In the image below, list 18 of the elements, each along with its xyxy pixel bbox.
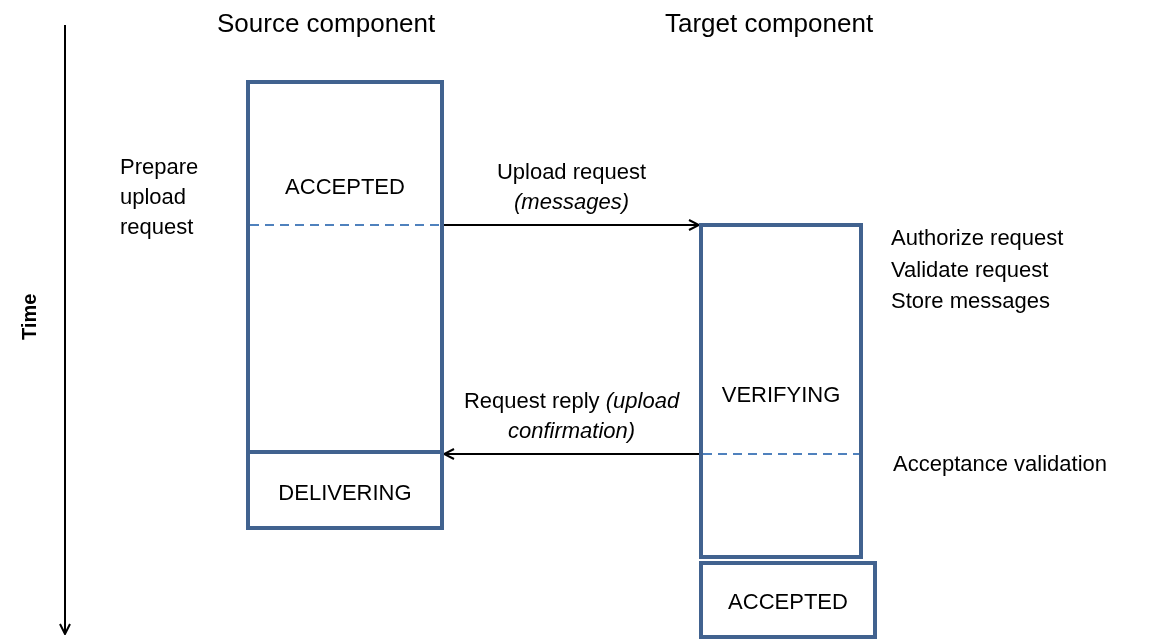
state-name: VERIFYING — [720, 382, 842, 408]
column-heading: Target component — [665, 8, 874, 38]
state-name: DELIVERING — [277, 480, 413, 506]
state-box — [699, 561, 877, 639]
axis-label: Time — [17, 293, 41, 340]
annotation-text: Acceptance validation — [893, 450, 1108, 478]
annotation-text: Prepare upload request — [120, 153, 200, 241]
edge-label: Request reply (upload confirmation) — [462, 387, 681, 445]
state-box — [699, 223, 863, 559]
arrow — [443, 219, 700, 231]
annotation-text: Authorize request — [891, 224, 1064, 252]
edge-label: Upload request (messages) — [495, 158, 648, 216]
state-name: ACCEPTED — [284, 174, 406, 200]
annotation-text: Validate request — [891, 256, 1049, 284]
state-name: ACCEPTED — [727, 589, 849, 615]
annotation-text: Store messages — [891, 287, 1050, 315]
column-heading: Source component — [217, 8, 436, 38]
arrow — [443, 448, 700, 460]
